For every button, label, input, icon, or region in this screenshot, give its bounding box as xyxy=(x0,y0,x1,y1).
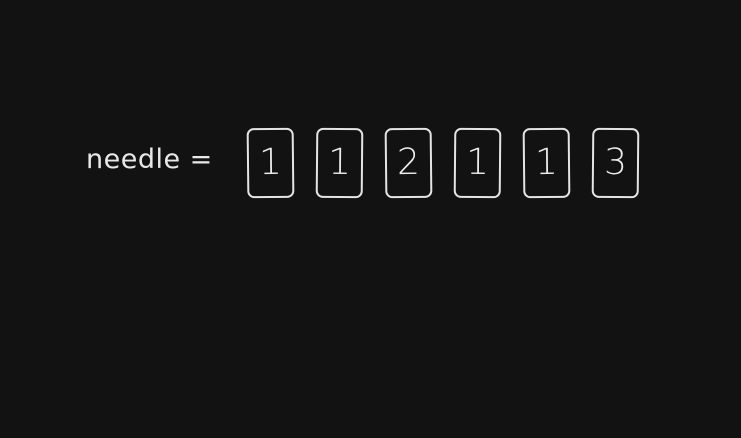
cell-value: 1 xyxy=(258,141,283,184)
cell-value: 1 xyxy=(534,141,559,184)
array-cell: 3 xyxy=(591,127,640,199)
array-cell: 1 xyxy=(246,127,295,199)
array-cell: 1 xyxy=(453,127,502,199)
needle-label: needle = xyxy=(86,144,213,175)
array-cell: 1 xyxy=(522,127,571,199)
cell-value: 1 xyxy=(327,141,352,184)
array-cell: 2 xyxy=(384,127,433,199)
needle-array: 1 1 2 1 1 3 xyxy=(246,127,640,199)
array-cell: 1 xyxy=(315,127,364,199)
cell-value: 1 xyxy=(465,141,490,184)
cell-value: 3 xyxy=(603,141,628,184)
cell-value: 2 xyxy=(396,141,421,184)
